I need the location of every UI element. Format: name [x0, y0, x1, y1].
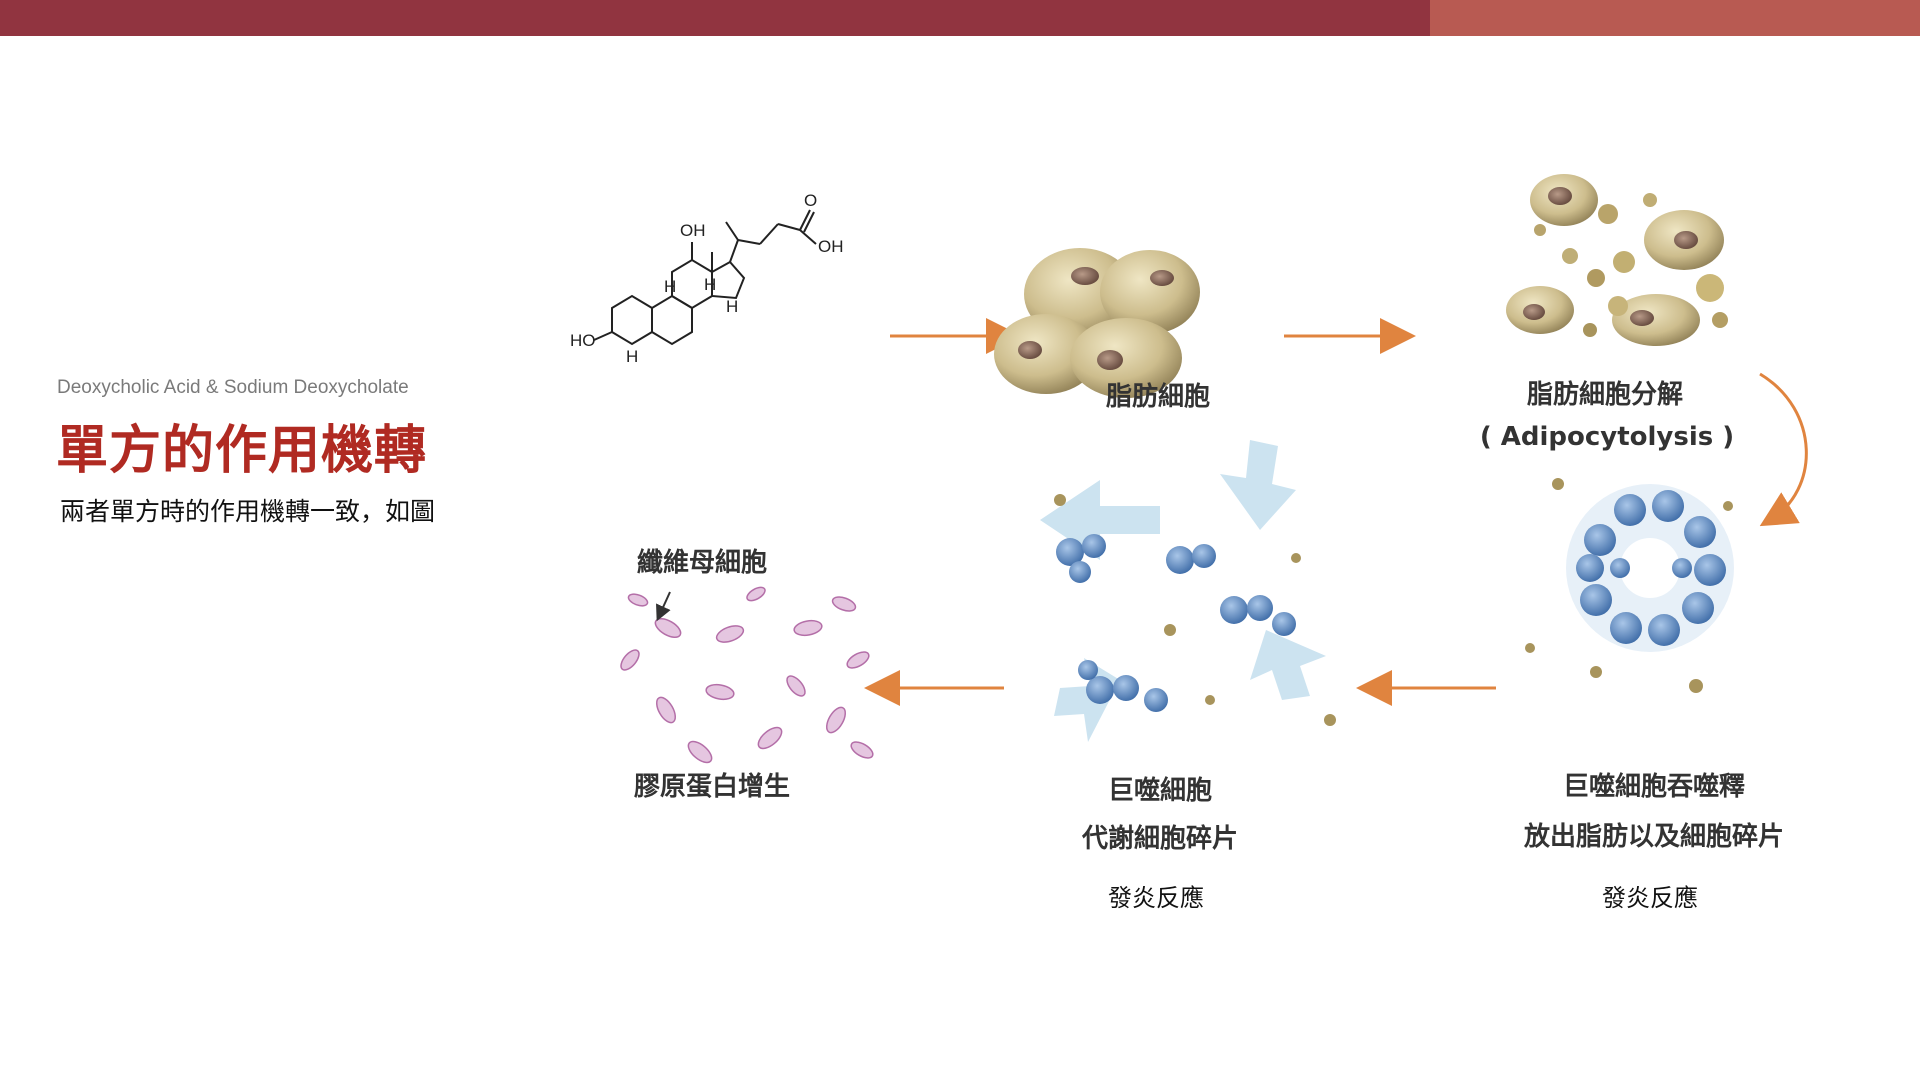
h-label-2: H [704, 275, 716, 294]
caption-macrophage: 巨噬細胞 [1107, 776, 1213, 806]
note-inflammation-right: 發炎反應 [1602, 884, 1698, 912]
h-label-4: H [626, 347, 638, 366]
slide-subtitle: Deoxycholic Acid & Sodium Deoxycholate [57, 377, 409, 398]
caption-fat-cells: 脂肪細胞 [1105, 382, 1211, 412]
caption-adipocytolysis-en: ( Adipocytolysis ) [1479, 422, 1735, 452]
header-bar-accent [1430, 0, 1920, 36]
caption-macrophage-engulf-sub: 放出脂肪以及細胞碎片 [1523, 822, 1785, 852]
slide-title: 單方的作用機轉 [56, 421, 428, 481]
caption-adipocytolysis: 脂肪細胞分解 [1526, 380, 1684, 410]
oxygen-label: O [804, 191, 817, 210]
slide-description: 兩者單方時的作用機轉一致，如圖 [60, 497, 436, 526]
caption-macrophage-sub: 代謝細胞碎片 [1081, 824, 1239, 854]
ho-label: HO [570, 331, 596, 350]
adipocytolysis-illustration [1506, 174, 1728, 346]
oh-top-label: OH [680, 221, 706, 240]
h-label-1: H [664, 277, 676, 296]
fat-cells-illustration [994, 248, 1200, 398]
macrophage-metabolize-illustration [1040, 440, 1336, 742]
caption-collagen: 膠原蛋白增生 [633, 772, 791, 802]
arrow-curve-down [1759, 372, 1808, 527]
fibroblast-pointer-arrow [656, 591, 671, 622]
note-inflammation-center: 發炎反應 [1108, 884, 1204, 912]
h-label-3: H [726, 297, 738, 316]
mechanism-illustration: OH O OH HO H H H H [570, 174, 1808, 764]
fibroblast-illustration [620, 586, 874, 764]
mechanism-figure: OH O OH HO H H H H [560, 160, 1820, 920]
macrophage-engulf-illustration [1525, 478, 1734, 693]
caption-fibroblast: 纖維母細胞 [636, 548, 768, 578]
header-bar-primary [0, 0, 1430, 36]
caption-macrophage-engulf: 巨噬細胞吞噬釋 [1562, 772, 1746, 802]
oh-acid-label: OH [818, 237, 844, 256]
deoxycholic-acid-structure [593, 209, 817, 346]
